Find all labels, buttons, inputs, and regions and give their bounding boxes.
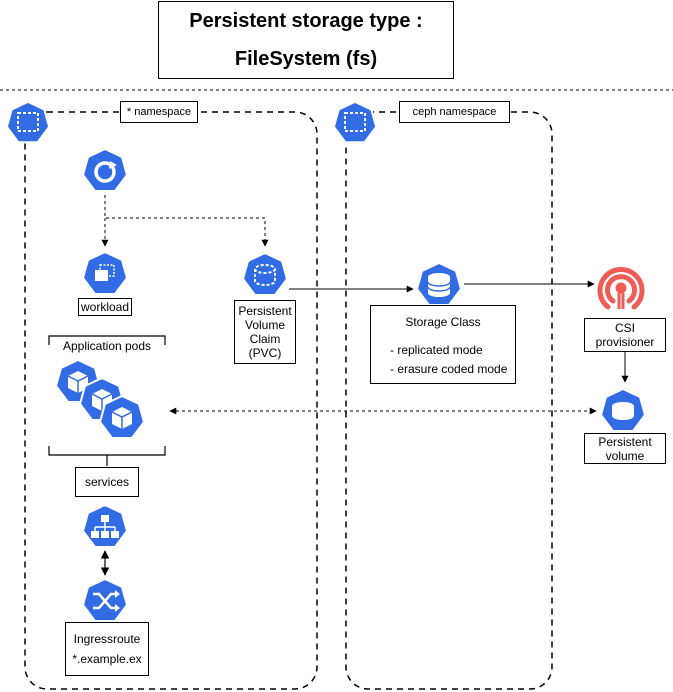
workload-label: workload [78, 298, 132, 316]
persistent-volume-icon [600, 388, 646, 432]
ceph-namespace-label: ceph namespace [399, 101, 510, 123]
storage-mode-replicated: - replicated mode [390, 343, 483, 357]
ceph-logo-icon [597, 267, 645, 310]
service-icon [82, 504, 128, 548]
services-text: services [84, 475, 129, 489]
ingressroute-label: Ingressroute *.example.ex [65, 622, 149, 676]
pods-bracket-top [48, 335, 166, 345]
storage-class-box: Storage Class [370, 305, 516, 384]
pv-line-2: volume [605, 448, 645, 463]
services-label: services [75, 467, 139, 497]
csi-line-2: provisioner [595, 335, 655, 349]
app-namespace-label: * namespace [120, 101, 198, 123]
ingress-host: *.example.ex [72, 652, 142, 666]
storage-class-icon [416, 262, 462, 306]
persistent-volume-label: Persistent volume [584, 433, 666, 464]
pod-icon [99, 395, 145, 439]
pvc-icon [242, 252, 288, 296]
csi-line-1: CSI [614, 321, 635, 335]
namespace-icon [332, 100, 378, 144]
pod-icon [55, 359, 101, 403]
deployment-icon [82, 148, 128, 192]
pods-bracket-bottom [48, 446, 166, 456]
storage-mode-erasure: - erasure coded mode [390, 362, 508, 376]
title-line-1: Persistent storage type : [189, 10, 423, 32]
pvc-line-2: Volume [244, 318, 286, 332]
ceph-namespace-boundary [345, 111, 553, 690]
pod-icon [82, 251, 128, 295]
pvc-line-4: (PVC) [248, 346, 282, 360]
diagram-title: Persistent storage type : FileSystem (fs… [158, 1, 454, 79]
ingress-icon [82, 578, 128, 622]
namespace-icon [5, 100, 51, 144]
pvc-line-1: Persistent [238, 304, 292, 318]
workload-text: workload [80, 300, 130, 314]
application-pods-label: Application pods [62, 339, 152, 353]
pvc-line-3: Claim [249, 332, 281, 346]
pvc-label: Persistent Volume Claim (PVC) [234, 300, 296, 364]
csi-provisioner-label: CSI provisioner [584, 318, 666, 352]
ingress-name: Ingressroute [73, 632, 141, 646]
app-namespace-text: * namespace [126, 106, 192, 118]
ceph-namespace-text: ceph namespace [412, 106, 497, 118]
pv-line-1: Persistent [598, 434, 652, 449]
deployment-to-pvc-link [104, 195, 269, 247]
title-line-2: FileSystem (fs) [234, 48, 378, 70]
storage-class-title: Storage Class [405, 315, 481, 329]
